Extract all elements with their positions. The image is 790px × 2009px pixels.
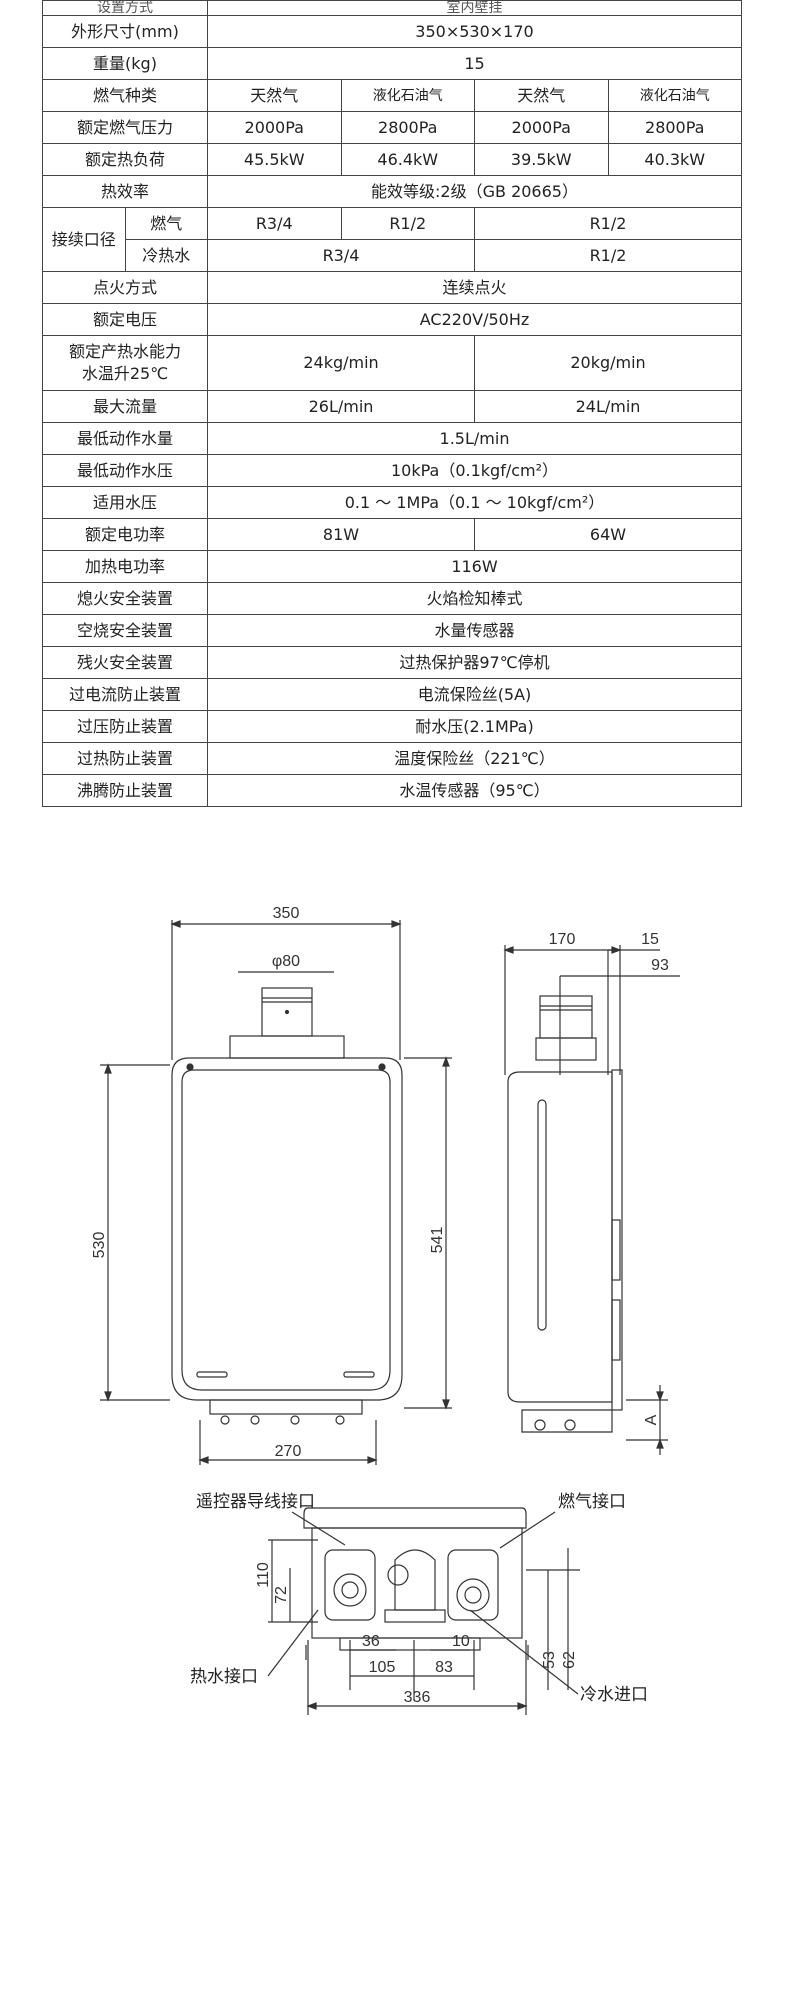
pipe-label: 接续口径 (42, 207, 126, 272)
cell: 液化石油气 (340, 79, 475, 112)
dim-flue: φ80 (272, 953, 300, 970)
cell: R1/2 (474, 239, 742, 272)
bottom-view: 遥控器导线接口 燃气接口 热水接口 冷水进口 110 72 36 10 105 … (190, 1492, 648, 1715)
dim-105: 105 (369, 1659, 396, 1676)
row-value: 15 (207, 47, 742, 80)
side-view: 170 15 93 A (503, 931, 680, 1455)
row-label: 额定电功率 (42, 518, 208, 551)
dim-height-outer: 530 (91, 1232, 108, 1259)
dim-83: 83 (435, 1659, 453, 1676)
row-value: 温度保险丝（221℃） (207, 742, 742, 775)
row-value: 10kPa（0.1kgf/cm²） (207, 454, 742, 487)
row-label: 过压防止装置 (42, 710, 208, 743)
label-remote: 遥控器导线接口 (196, 1492, 315, 1511)
row-value: 116W (207, 550, 742, 583)
dim-height-inner: 541 (429, 1227, 446, 1254)
row-label: 额定热负荷 (42, 143, 208, 176)
row-label: 重量(kg) (42, 47, 208, 80)
row-value: 0.1 ～ 1MPa（0.1 ～ 10kgf/cm²） (207, 486, 742, 519)
row-value: 1.5L/min (207, 422, 742, 455)
cell: R3/4 (207, 239, 475, 272)
row-value: 能效等级:2级（GB 20665） (207, 175, 742, 208)
cell: 46.4kW (340, 143, 475, 176)
dim-A: A (643, 1414, 660, 1425)
row-label: 最大流量 (42, 390, 208, 423)
cell: 2000Pa (474, 111, 609, 144)
row-label: 最低动作水压 (42, 454, 208, 487)
row-value: 过热保护器97℃停机 (207, 646, 742, 679)
cell: 45.5kW (207, 143, 342, 176)
row-value: 水温传感器（95℃） (207, 774, 742, 807)
row-label: 过电流防止装置 (42, 678, 208, 711)
dim-bottom-width: 270 (275, 1443, 302, 1460)
dim-53: 53 (541, 1651, 558, 1669)
spec-table: 设置方式 室内壁挂 外形尺寸(mm)350×530×170 重量(kg)15 燃… (42, 0, 742, 807)
row-value: 耐水压(2.1MPa) (207, 710, 742, 743)
dim-62: 62 (561, 1651, 578, 1669)
row-label: 空烧安全装置 (42, 614, 208, 647)
front-view: 350 φ80 530 541 270 (91, 905, 452, 1465)
cell: 20kg/min (474, 335, 742, 391)
row-label: 燃气种类 (42, 79, 208, 112)
cell: 天然气 (207, 79, 342, 112)
cell: 液化石油气 (607, 79, 742, 112)
dim-110: 110 (255, 1562, 272, 1588)
cell: 64W (474, 518, 742, 551)
cell: 26L/min (207, 390, 475, 423)
row-label: 额定产热水能力水温升25℃ (42, 335, 208, 391)
cell: 40.3kW (607, 143, 742, 176)
row-label: 加热电功率 (42, 550, 208, 583)
label-gas: 燃气接口 (558, 1492, 626, 1511)
row-label: 热效率 (42, 175, 208, 208)
row-label: 过热防止装置 (42, 742, 208, 775)
dim-36: 36 (362, 1633, 380, 1650)
cell: 2800Pa (340, 111, 475, 144)
dim-10: 10 (452, 1633, 470, 1650)
cell: 24kg/min (207, 335, 475, 391)
dim-336: 336 (404, 1689, 431, 1706)
cell: R3/4 (207, 207, 342, 240)
dim-width: 350 (273, 905, 300, 922)
dim-depth: 170 (549, 931, 576, 948)
dim-15: 15 (641, 931, 659, 948)
label-cold: 冷水进口 (580, 1685, 648, 1704)
row-label: 额定电压 (42, 303, 208, 336)
sub-label: 冷热水 (124, 239, 208, 272)
dim-72: 72 (273, 1586, 290, 1604)
row-value: 电流保险丝(5A) (207, 678, 742, 711)
dim-93: 93 (651, 957, 669, 974)
label-hot: 热水接口 (190, 1667, 258, 1686)
cell: 24L/min (474, 390, 742, 423)
cell: R1/2 (474, 207, 742, 240)
